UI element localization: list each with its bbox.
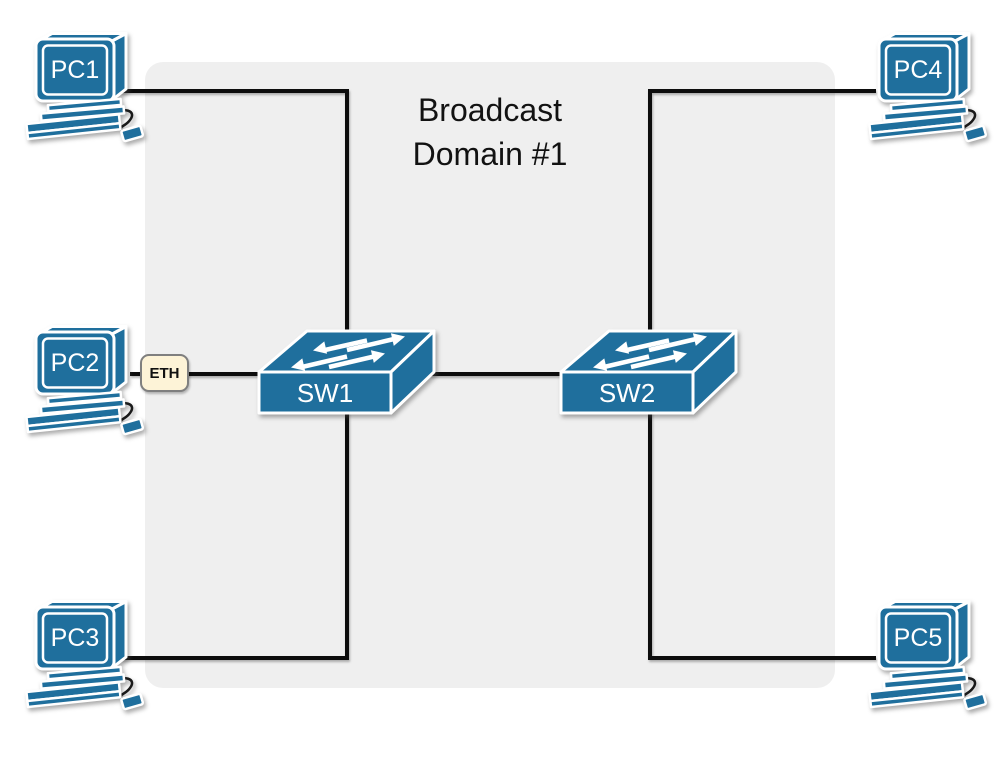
device-sw2: SW2 [557,326,742,421]
broadcast-domain-title: Broadcast Domain #1 [340,88,640,176]
device-pc2: PC2 [24,325,145,437]
title-line-2: Domain #1 [412,136,568,172]
device-pc4: PC4 [867,32,988,144]
link-pc3-sw1 [120,408,349,660]
title-line-1: Broadcast [417,92,563,128]
device-label: PC3 [51,624,100,652]
pc-icon [867,32,988,144]
pc-icon [24,600,145,712]
device-pc3: PC3 [24,600,145,712]
pc-icon [24,325,145,437]
device-label: SW2 [599,378,655,408]
device-pc5: PC5 [867,600,988,712]
device-label: SW1 [297,378,353,408]
device-pc1: PC1 [24,32,145,144]
eth-port-label: ETH [149,364,180,382]
device-label: PC5 [894,624,943,652]
device-label: PC1 [51,56,100,84]
device-label: PC4 [894,56,943,84]
link-pc1-sw1 [120,89,349,340]
device-label: PC2 [51,349,100,377]
link-pc5-sw2 [648,408,876,660]
link-pc4-sw2 [648,89,876,340]
pc-icon [867,600,988,712]
device-sw1: SW1 [255,326,440,421]
eth-port-tag: ETH [140,354,189,392]
pc-icon [24,32,145,144]
